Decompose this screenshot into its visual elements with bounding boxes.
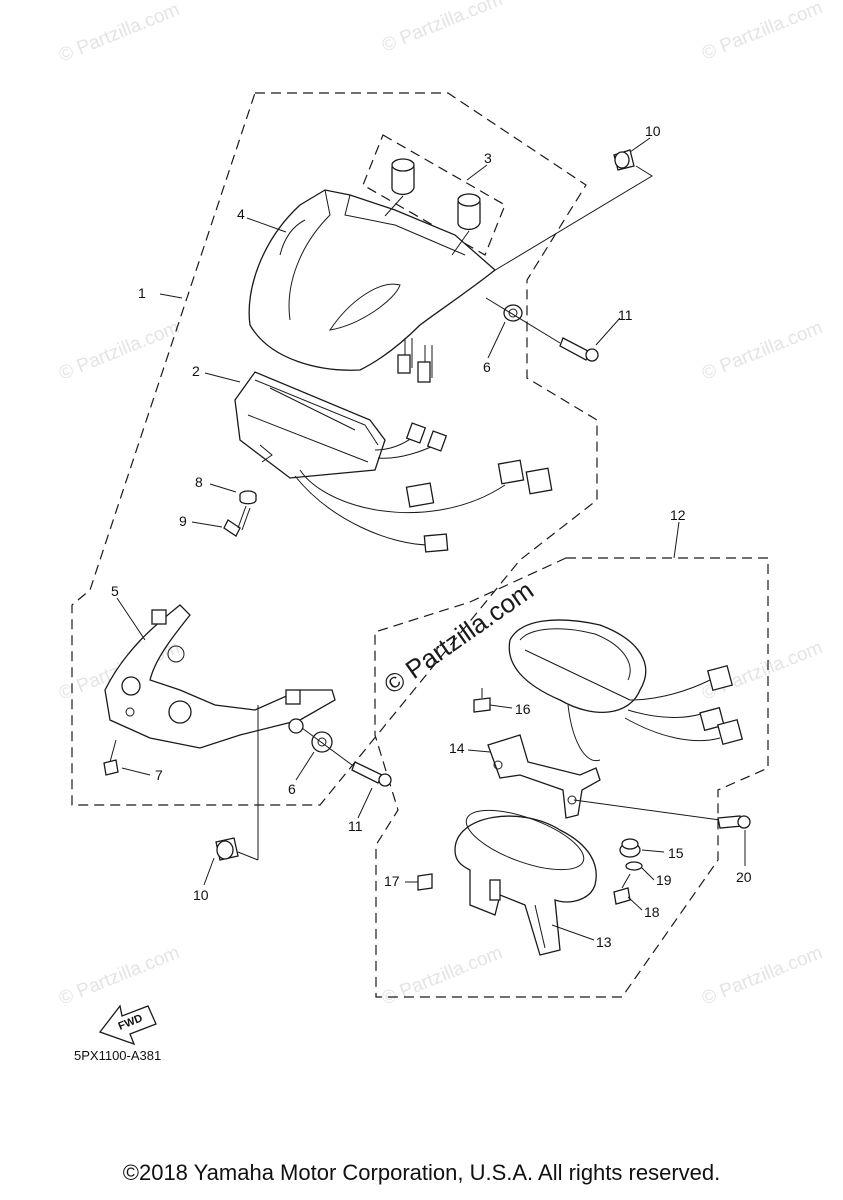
- callout-6-lower: 6: [288, 781, 296, 797]
- callout-10-upper: 10: [645, 123, 661, 139]
- callout-16: 16: [515, 701, 531, 717]
- assembly-guide-line: [301, 727, 353, 766]
- watermark-text: © Partzilla.com: [56, 942, 183, 1009]
- watermark-text: © Partzilla.com: [379, 0, 506, 57]
- watermark-text: © Partzilla.com: [699, 0, 826, 65]
- watermark-text: © Partzilla.com: [56, 317, 183, 384]
- callout-12: 12: [670, 507, 686, 523]
- bolt-20: [717, 815, 751, 829]
- cover-connector: [397, 354, 411, 374]
- callout-9: 9: [179, 513, 187, 529]
- assembly-guide-line: [485, 297, 561, 344]
- callout-15: 15: [668, 845, 684, 861]
- callout-11-lower: 11: [348, 818, 363, 834]
- callout-14: 14: [449, 740, 465, 756]
- meter-cover: [248, 189, 497, 383]
- assembly-guide-line: [491, 165, 653, 273]
- grommet-10-upper: [613, 149, 635, 171]
- assembly-boundary-1: [71, 92, 598, 806]
- assembly-boundary-12: [374, 557, 769, 998]
- meter-stay: [487, 734, 601, 819]
- callout-1: 1: [138, 285, 146, 301]
- callout-11-upper: 11: [618, 307, 633, 323]
- callout-8: 8: [195, 474, 203, 490]
- grommet-8: [239, 490, 257, 505]
- callout-13: 13: [596, 934, 612, 950]
- callout-labels: 1 2 3 4 5 6 6 7 8 9 10 10 11 11 12 13 14…: [111, 123, 752, 950]
- callout-7: 7: [155, 767, 163, 783]
- callout-10-lower: 10: [193, 887, 209, 903]
- sub-meter: [508, 619, 744, 762]
- cover-connector: [417, 361, 431, 383]
- washer-19: [625, 861, 643, 871]
- watermark-text: © Partzilla.com: [699, 942, 826, 1009]
- diagram-code: 5PX1100-A381: [74, 1048, 161, 1063]
- bolt-11-upper: [559, 337, 599, 362]
- bolt-11-lower: [351, 761, 392, 787]
- callout-20: 20: [736, 869, 752, 885]
- callout-3: 3: [484, 150, 492, 166]
- screw-16: [473, 688, 491, 713]
- callout-6-upper: 6: [483, 359, 491, 375]
- meter-bracket: [104, 604, 336, 749]
- grommet-6-lower: [311, 731, 333, 753]
- screw-9: [223, 505, 251, 537]
- callout-2: 2: [192, 363, 200, 379]
- screw-17: [417, 873, 433, 891]
- meter-body: [234, 371, 553, 553]
- assembly-guide-line: [237, 851, 259, 861]
- screw-7: [103, 739, 119, 776]
- copyright-notice: ©2018 Yamaha Motor Corporation, U.S.A. A…: [122, 1160, 721, 1185]
- meter-housing: [454, 809, 597, 956]
- watermark-text: © Partzilla.com: [699, 317, 826, 384]
- assembly-boundary-3: [362, 134, 506, 256]
- watermark-text: © Partzilla.com: [379, 942, 506, 1009]
- callout-leaders: [116, 137, 746, 941]
- callout-5: 5: [111, 583, 119, 599]
- watermark-layer: © Partzilla.com © Partzilla.com © Partzi…: [56, 0, 826, 1010]
- grommet-10-lower: [215, 837, 239, 861]
- callout-17: 17: [384, 873, 400, 889]
- indicator-bulbs: [384, 158, 481, 256]
- callout-4: 4: [237, 206, 245, 222]
- screw-18: [613, 873, 631, 905]
- callout-19: 19: [656, 872, 672, 888]
- grommet-15: [619, 838, 641, 858]
- assembly-guide-line: [573, 799, 721, 821]
- fwd-arrow: FWD: [98, 1004, 157, 1046]
- callout-18: 18: [644, 904, 660, 920]
- watermark-text: © Partzilla.com: [56, 0, 183, 67]
